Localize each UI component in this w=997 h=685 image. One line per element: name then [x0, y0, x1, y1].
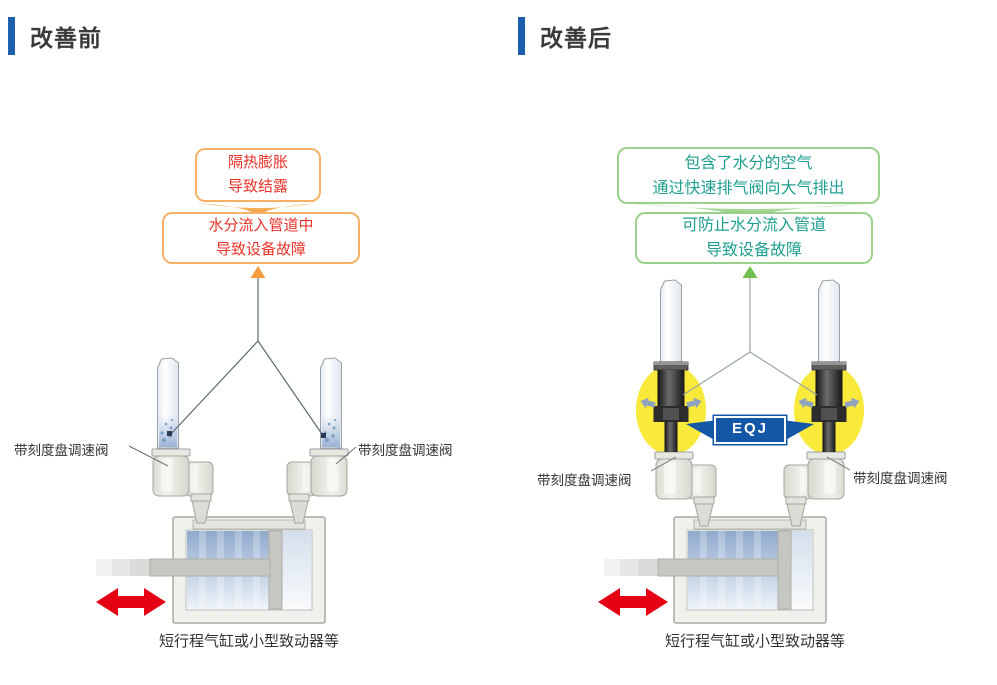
piston: [777, 530, 792, 610]
cylinder-icon: [96, 516, 326, 624]
cylinder-caption-before: 短行程气缸或小型致动器等: [158, 633, 339, 650]
valve-label-left: 带刻度盘调速阀: [14, 443, 109, 458]
up-arrow-icon: [742, 266, 758, 278]
callout-prevent-moisture: 可防止水分流入管道 导致设备故障: [635, 212, 873, 264]
motion-arrow-icon: [96, 588, 166, 616]
valve-label-right: 带刻度盘调速阀: [853, 471, 948, 486]
callout-exhaust-air: 包含了水分的空气 通过快速排气阀向大气排出: [617, 147, 880, 204]
callout-line: 可防止水分流入管道: [681, 217, 826, 234]
valve-label-left: 带刻度盘调速阀: [537, 473, 632, 488]
eqj-banner-icon: [686, 414, 814, 446]
callout-line: 隔热膨胀: [227, 154, 288, 171]
piston: [268, 530, 283, 610]
speed-controller-icon: [783, 451, 846, 527]
valve-label-right: 带刻度盘调速阀: [358, 443, 453, 458]
cylinder-caption-after: 短行程气缸或小型致动器等: [664, 633, 845, 650]
piston-rod: [657, 558, 779, 577]
pointer-lines: [682, 278, 818, 396]
callout-line: 水分流入管道中: [208, 217, 314, 234]
section-header-after: 改善后: [518, 16, 612, 56]
callout-thermal-expansion: 隔热膨胀 导致结露: [195, 148, 321, 202]
motion-arrow-icon: [598, 588, 668, 616]
page-title-before: 改善前: [30, 25, 102, 51]
speed-controller-icon: [151, 448, 214, 524]
eqj-product-badge: EQJ: [731, 420, 768, 437]
piston-rod: [149, 558, 271, 577]
tube-with-moisture-icon: [320, 357, 342, 449]
callout-line: 导致设备故障: [705, 242, 802, 259]
leader-line: [650, 456, 851, 472]
after-diagram: [598, 203, 876, 624]
speed-controller-icon: [286, 448, 349, 524]
callout-line: 导致设备故障: [215, 241, 306, 258]
page-title-after: 改善后: [540, 25, 612, 51]
header-accent-bar: [518, 17, 525, 55]
section-header-before: 改善前: [8, 16, 102, 56]
header-accent-bar: [8, 17, 15, 55]
tube-icon: [660, 279, 682, 363]
callout-line: 包含了水分的空气: [684, 154, 813, 172]
tube-icon: [818, 279, 840, 363]
callout-line: 导致结露: [227, 178, 288, 195]
callout-line: 通过快速排气阀向大气排出: [652, 179, 845, 197]
cylinder-icon: [604, 516, 827, 624]
up-arrow-icon: [250, 266, 266, 278]
callout-tail-icon: [622, 203, 876, 220]
callout-tail-icon: [198, 203, 318, 216]
callout-moisture-failure: 水分流入管道中 导致设备故障: [162, 212, 360, 264]
tube-with-moisture-icon: [157, 357, 179, 449]
before-diagram: [96, 203, 357, 624]
pointer-lines: [169, 278, 325, 438]
leader-line: [128, 445, 357, 467]
